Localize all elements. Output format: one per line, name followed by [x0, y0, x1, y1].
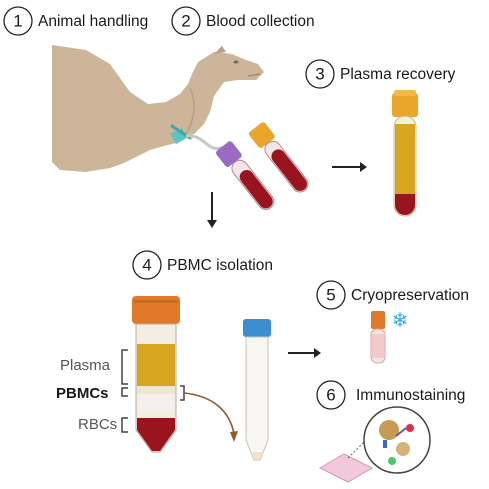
- step-5-circle: [316, 280, 346, 310]
- step-4-circle: [132, 250, 162, 280]
- ficoll-layer: [137, 394, 175, 412]
- camel-body: [52, 45, 264, 172]
- step-3-label: Plasma recovery: [340, 66, 456, 83]
- plasma-tube-cap: [392, 93, 418, 117]
- step-3-number: 3: [315, 65, 324, 84]
- blood-tube-purple: [216, 141, 275, 210]
- layer-label-pbmcs: PBMCs: [56, 385, 109, 402]
- orange-cap: [249, 122, 275, 148]
- transfer-tube-body: [245, 336, 269, 461]
- cell-2: [396, 442, 410, 456]
- step-5-number: 5: [326, 286, 335, 305]
- step-4: 4 PBMC isolation: [132, 250, 273, 280]
- arrow-right-icon: [288, 348, 321, 358]
- step-2: 2 Blood collection: [171, 6, 315, 36]
- cell-1: [379, 420, 399, 440]
- fluor-green: [388, 457, 396, 465]
- step-1: 1 Animal handling: [3, 6, 148, 36]
- step-4-number: 4: [142, 256, 151, 275]
- pbmc-layer: [137, 386, 175, 394]
- camel-eye: [233, 60, 239, 64]
- transfer-tube-pellet: [252, 452, 262, 459]
- camel-neck-shade: [185, 87, 196, 135]
- zoom-circle: [363, 406, 431, 474]
- cryovial: ❄: [370, 308, 409, 364]
- step-3-circle: [305, 59, 335, 89]
- microscope-slide: [318, 453, 374, 483]
- step-6: 6 Immunostaining: [316, 380, 465, 410]
- step-2-label: Blood collection: [206, 13, 315, 30]
- camel-ear: [214, 46, 226, 54]
- step-1-number: 1: [13, 12, 22, 31]
- transfer-tube: [243, 319, 271, 461]
- step-3: 3 Plasma recovery: [305, 59, 456, 89]
- step-1-circle: [3, 6, 33, 36]
- camel-illustration: [52, 45, 264, 172]
- plasma-layer: [395, 124, 415, 194]
- purple-tube-blood: [239, 169, 273, 209]
- step-5-label: Cryopreservation: [351, 287, 469, 304]
- antibody-2: [395, 427, 407, 437]
- step-2-circle: [171, 6, 201, 36]
- purple-cap: [216, 141, 242, 167]
- blue-cap: [243, 319, 271, 337]
- antibody-1: [383, 440, 387, 448]
- camel-mouth: [247, 73, 261, 77]
- step-6-label: Immunostaining: [356, 387, 465, 404]
- layer-label-plasma: Plasma: [60, 357, 111, 374]
- step-6-circle: [316, 380, 346, 410]
- arrow-right-icon: [332, 162, 367, 172]
- bracket-pbmcs: [121, 387, 128, 397]
- bracket-plasma: [121, 349, 128, 385]
- snowflake-icon: ❄: [392, 308, 409, 332]
- plasma-tube-cap-top: [394, 90, 416, 96]
- conical-cap-ridge: [134, 300, 178, 303]
- immunostaining: [318, 406, 431, 483]
- layer-label-rbcs: RBCs: [78, 416, 117, 433]
- orange-tube-blood: [271, 149, 308, 191]
- step-1-label: Animal handling: [38, 13, 148, 30]
- cryovial-content: [372, 334, 384, 358]
- step-6-number: 6: [326, 386, 335, 405]
- step-5: 5 Cryopreservation: [316, 280, 469, 310]
- step-2-number: 2: [181, 12, 190, 31]
- bracket-transfer: [180, 385, 185, 401]
- plasma-layer: [137, 344, 175, 386]
- blood-tube-orange: [249, 122, 309, 193]
- rbc-layer: [395, 194, 415, 215]
- arrow-down-icon: [207, 192, 217, 228]
- bracket-rbcs: [121, 417, 128, 433]
- pbmc-conical-tube: Plasma PBMCs RBCs: [56, 296, 185, 453]
- fluor-red: [406, 424, 414, 432]
- cryovial-cap: [371, 311, 385, 329]
- transfer-arrow: [183, 392, 238, 442]
- rbc-layer: [137, 418, 175, 451]
- step-4-label: PBMC isolation: [167, 257, 273, 274]
- plasma-tube: [392, 90, 418, 217]
